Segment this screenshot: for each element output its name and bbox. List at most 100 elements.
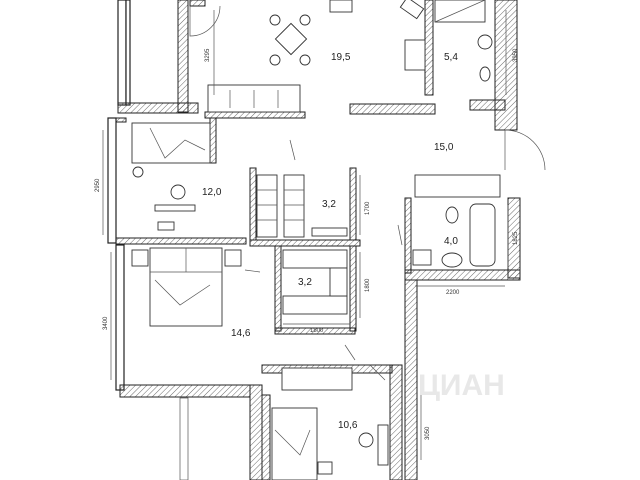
dim-label: 3400 — [103, 316, 109, 330]
room-labels: 19,5 15,0 5,4 12,0 3,2 3,2 4,0 14,6 10,6 — [202, 52, 458, 431]
toilet-icon — [445, 206, 459, 224]
desk-chair — [358, 432, 374, 448]
room-area-bath-mid: 4,0 — [444, 236, 458, 247]
door-entrance — [504, 129, 546, 171]
wall-left-bedroom-b — [115, 244, 125, 391]
sink-icon — [477, 34, 493, 50]
wall-left-bedroom-a — [107, 117, 117, 244]
dim-label: 2200 — [446, 290, 460, 296]
room-area-closet-b: 3,2 — [298, 277, 312, 288]
wall-segment — [204, 111, 306, 119]
wall-segment — [117, 102, 199, 114]
washing-machine — [412, 249, 432, 266]
wall-closet-b-left — [274, 245, 282, 332]
wall-left-upper — [117, 0, 127, 106]
bath-mid-fixtures — [412, 174, 501, 268]
wall-closet-a-left — [249, 167, 257, 241]
kitchen-sink — [399, 0, 425, 20]
wall-kitchen-bottom — [349, 103, 436, 115]
dim-label: 1825 — [513, 231, 519, 245]
wall-segment — [189, 0, 206, 7]
desk — [154, 204, 196, 212]
wall-segment — [177, 0, 189, 113]
living-room-furniture — [207, 0, 426, 113]
dining-table — [269, 14, 311, 66]
desk-chair — [170, 184, 186, 200]
wall-bedroom-divider — [115, 237, 247, 245]
wall-right-lower — [404, 279, 418, 480]
nightstand — [224, 249, 242, 267]
wall-closet-a-right — [349, 167, 357, 241]
shelf — [157, 221, 175, 231]
chair — [299, 54, 311, 66]
dim-label: 2950 — [95, 178, 101, 192]
wall-bath-mid-left — [404, 197, 412, 274]
bed — [271, 407, 318, 480]
wall-closet-b-bottom — [274, 327, 356, 335]
wall-bottom-bedroom-b — [119, 384, 251, 398]
wall-segment — [209, 117, 217, 164]
shelf-unit — [256, 174, 278, 238]
wall-segment — [469, 99, 506, 111]
door-leaf — [244, 269, 261, 273]
shelf-unit — [283, 174, 305, 238]
chair — [269, 54, 281, 66]
chair — [269, 14, 281, 26]
room-area-kitchen-corridor: 15,0 — [434, 142, 454, 153]
balcony-rail — [179, 397, 189, 480]
room-area-bath-top: 5,4 — [444, 52, 458, 63]
bath-top-fixtures — [434, 0, 493, 82]
shelf-unit — [329, 267, 348, 297]
bedroom-b-furniture — [131, 247, 242, 327]
watermark: ЦИАН — [418, 369, 505, 402]
door-leaf — [397, 224, 403, 246]
dim-label: 1800 — [310, 328, 324, 334]
wall-closet-b-right — [349, 245, 357, 332]
doors — [189, 5, 546, 381]
dim-label: 1800 — [365, 278, 371, 292]
sink-icon — [441, 252, 463, 268]
bedroom-a-furniture — [131, 122, 211, 231]
shelf — [311, 227, 348, 237]
wall-bath-bottom — [404, 269, 521, 281]
nightstand — [317, 461, 333, 475]
dim-label: 3950 — [513, 48, 519, 62]
wall-bath-top-left — [424, 0, 434, 96]
room-area-bedroom-b: 14,6 — [231, 328, 251, 339]
dimension-lines — [102, 10, 509, 460]
desk — [377, 424, 389, 466]
wall-bedroom-c-left — [261, 394, 271, 480]
kitchen-stove — [404, 39, 426, 71]
bed — [131, 122, 211, 164]
door-balcony — [189, 5, 221, 37]
toilet-icon — [479, 66, 491, 82]
bathtub — [469, 203, 496, 267]
dim-label: 3050 — [425, 426, 431, 440]
shelf-unit — [282, 249, 348, 269]
bedroom-c-furniture — [271, 367, 389, 480]
wall-closet-a-bottom — [249, 239, 361, 247]
room-area-closet-a: 3,2 — [322, 199, 336, 210]
nightstand — [131, 249, 149, 267]
room-area-bedroom-a: 12,0 — [202, 187, 222, 198]
watermark-text: ЦИАН — [418, 369, 505, 402]
door-leaf — [289, 139, 296, 161]
nightstand-lamp-icon — [132, 166, 144, 178]
door-leaf — [344, 344, 356, 361]
closet-a-shelving — [256, 174, 348, 238]
dim-label: 3295 — [205, 48, 211, 62]
dim-label: 1700 — [365, 201, 371, 215]
shelf-unit — [414, 174, 501, 198]
closet-b-shelving — [282, 249, 348, 315]
wall-segment — [249, 384, 263, 480]
dimension-labels: 3295 3950 2950 1700 1825 1800 2200 3400 … — [95, 48, 519, 440]
shelf-unit — [281, 367, 353, 391]
room-area-living: 19,5 — [331, 52, 351, 63]
shelf-unit — [282, 295, 348, 315]
wall-right-lower-inner — [389, 364, 403, 480]
wall-segment — [115, 117, 127, 123]
exterior-walls — [107, 0, 521, 480]
room-area-bedroom-c: 10,6 — [338, 420, 358, 431]
window-left-upper — [125, 0, 131, 106]
